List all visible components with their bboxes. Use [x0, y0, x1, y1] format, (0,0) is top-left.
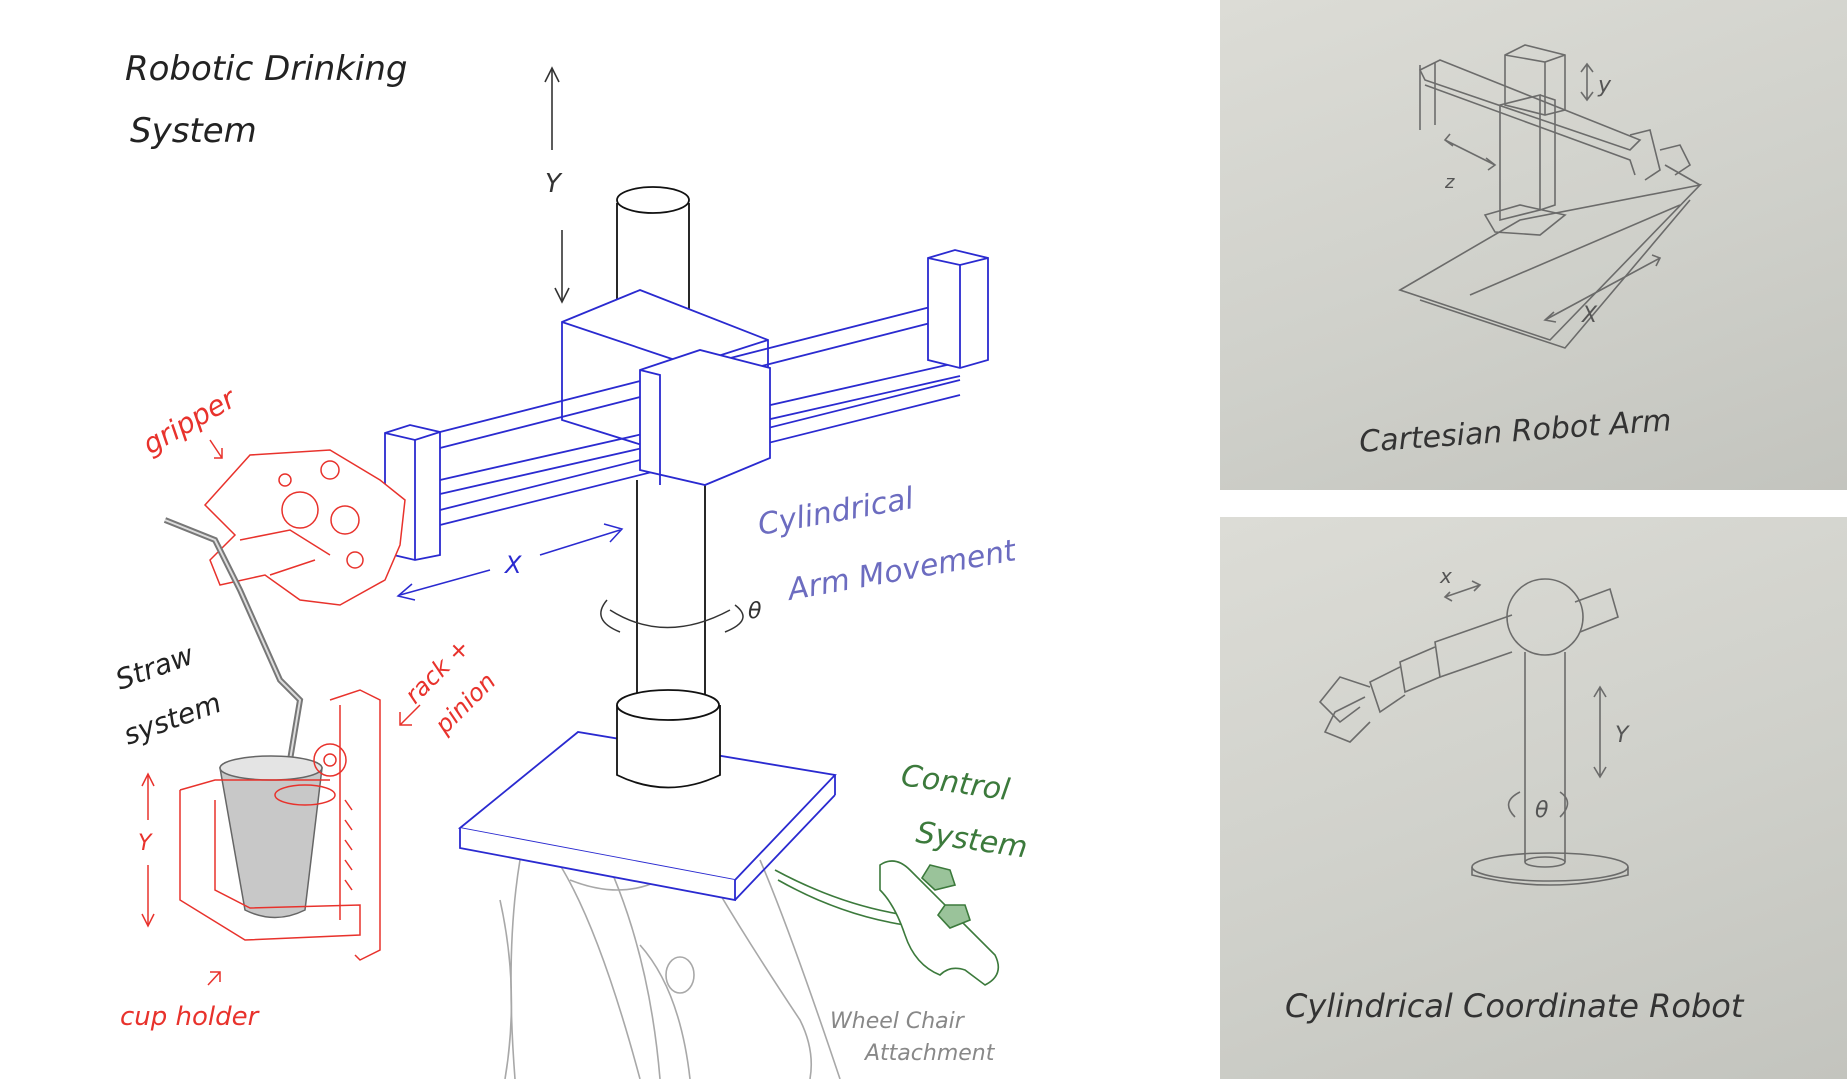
theta-label: θ: [748, 599, 762, 624]
gripper-pointer: [210, 440, 222, 458]
cylindrical-caption: Cylindrical Coordinate Robot: [1285, 987, 1745, 1025]
cup-holder-label: cup holder: [120, 1002, 261, 1032]
cylindrical-sketch-svg: x Y θ Cylindrical Coordinate Robot: [1220, 517, 1847, 1079]
cylindrical-y-label: Y: [1615, 723, 1630, 748]
cartesian-caption: Cartesian Robot Arm: [1358, 403, 1672, 460]
rack-pointer: [400, 705, 420, 725]
wheelchair-sketch: [500, 860, 840, 1079]
cup-y-label: Y: [138, 831, 153, 856]
x-axis-label: X: [503, 551, 522, 579]
cup-holder-sketch: [180, 690, 380, 960]
lower-column: [617, 480, 720, 788]
cylindrical-x-label: x: [1439, 564, 1452, 588]
title-line2: System: [130, 111, 257, 151]
cup-holder-pointer: [208, 972, 220, 985]
straw-label-line2: system: [119, 686, 225, 752]
cylindrical-theta-label: θ: [1535, 798, 1549, 823]
wheelchair-label-line2: Attachment: [863, 1041, 996, 1066]
control-label-line1: Control: [899, 758, 1013, 808]
cylindrical-label-line1: Cylindrical: [755, 481, 917, 543]
controller-sketch: [775, 861, 998, 985]
gripper-label: gripper: [137, 381, 243, 461]
cartesian-sketch-svg: y z X Cartesian Robot Arm: [1220, 0, 1847, 490]
main-diagram-svg: Robotic Drinking System Y: [0, 0, 1212, 1079]
cartesian-z-label: z: [1444, 172, 1455, 193]
wheelchair-label-line1: Wheel Chair: [830, 1009, 966, 1034]
cartesian-x-label: X: [1581, 303, 1598, 328]
cylindrical-sketch-photo: x Y θ Cylindrical Coordinate Robot: [1220, 517, 1847, 1079]
main-diagram: Robotic Drinking System Y: [0, 0, 1212, 1079]
control-label-line2: System: [914, 815, 1030, 865]
cartesian-y-label: y: [1597, 73, 1612, 98]
cartesian-sketch-photo: y z X Cartesian Robot Arm: [1220, 0, 1847, 490]
straw-label-line1: Straw: [111, 638, 198, 697]
cylindrical-label-line2: Arm Movement: [783, 533, 1019, 608]
title-line1: Robotic Drinking: [125, 49, 408, 89]
y-axis-label: Y: [545, 169, 563, 199]
